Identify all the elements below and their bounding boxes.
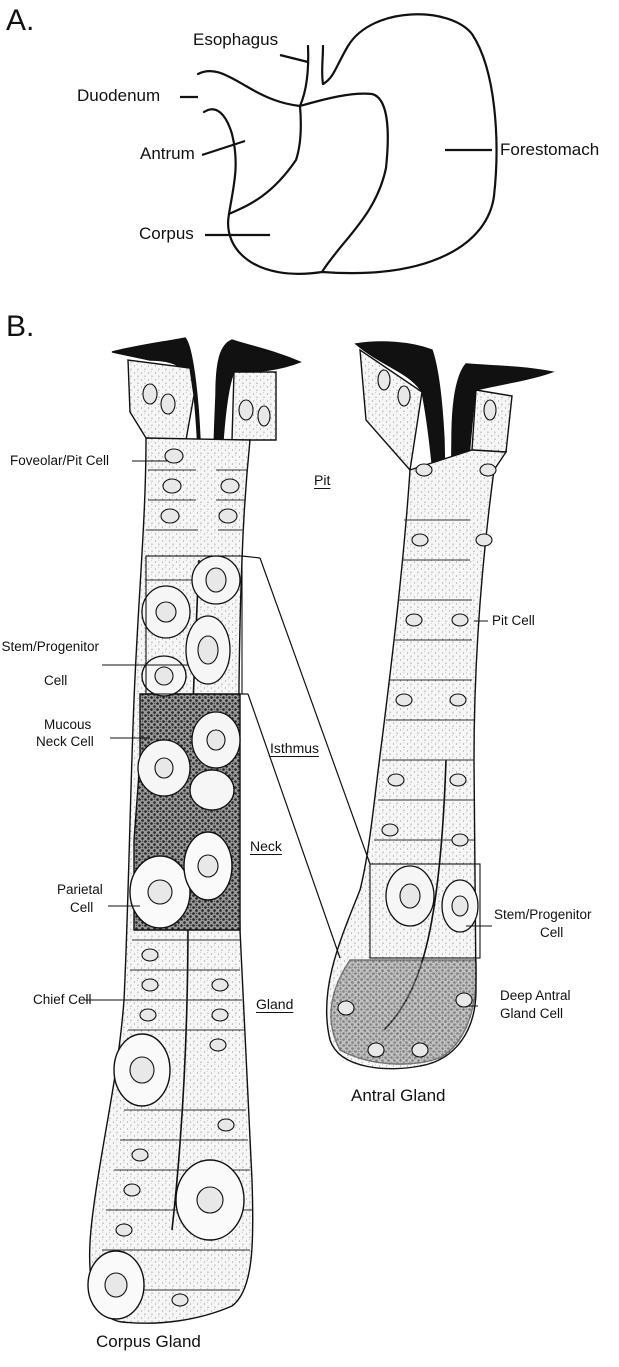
duodenum-lower-wall [204, 109, 236, 214]
corpus-gland-drawing [88, 338, 300, 1323]
esophagus-left-wall [300, 46, 308, 106]
antral-apical-cells-right [472, 390, 512, 452]
label-deep-antral-line1: Deep Antral [500, 987, 571, 1004]
label-parietal-line2: Cell [70, 899, 93, 916]
corpus-outer-wall [228, 214, 322, 274]
label-antral-stem-line1: Stem/Progenitor [494, 906, 592, 923]
label-foveolar-pit-cell: Foveolar/Pit Cell [10, 452, 109, 469]
label-corpus: Corpus [139, 224, 194, 244]
label-mucous-line2: Neck Cell [36, 733, 94, 750]
label-chief-cell: Chief Cell [33, 991, 92, 1008]
region-label-gland: Gland [256, 996, 293, 1012]
region-connector-lines [242, 556, 370, 958]
corpus-apical-cells-right [232, 372, 276, 440]
title-antral-gland: Antral Gland [351, 1086, 446, 1106]
label-antral-stem-line2: Cell [540, 924, 563, 941]
label-esophagus: Esophagus [193, 30, 278, 50]
region-label-pit: Pit [314, 472, 330, 488]
label-corpus-stem-progenitor: Stem/Progenitor [1, 638, 99, 655]
region-label-isthmus: Isthmus [270, 740, 319, 756]
antral-gland-drawing [327, 342, 552, 1069]
label-mucous-line1: Mucous [44, 716, 91, 733]
label-antrum: Antrum [140, 144, 195, 164]
esophagus-right-wall [322, 46, 323, 84]
label-parietal-line1: Parietal [57, 881, 103, 898]
lesser-curvature [300, 94, 388, 272]
label-antral-pit-cell: Pit Cell [492, 612, 535, 629]
label-corpus-stem-line1: Stem/Progenitor [1, 638, 99, 655]
title-corpus-gland: Corpus Gland [96, 1332, 201, 1352]
panel-a-leader-lines [180, 55, 492, 235]
label-corpus-stem-line2: Cell [44, 672, 67, 689]
region-label-neck: Neck [250, 838, 282, 854]
panel-a-letter: A. [6, 4, 34, 38]
label-forestomach: Forestomach [500, 140, 599, 160]
duodenum-upper-wall [198, 71, 300, 106]
fundus-outer-wall [322, 14, 496, 273]
limiting-ridge [229, 106, 301, 214]
panel-b-letter: B. [6, 310, 34, 344]
label-deep-antral-line2: Gland Cell [500, 1005, 563, 1022]
label-duodenum: Duodenum [77, 86, 160, 106]
